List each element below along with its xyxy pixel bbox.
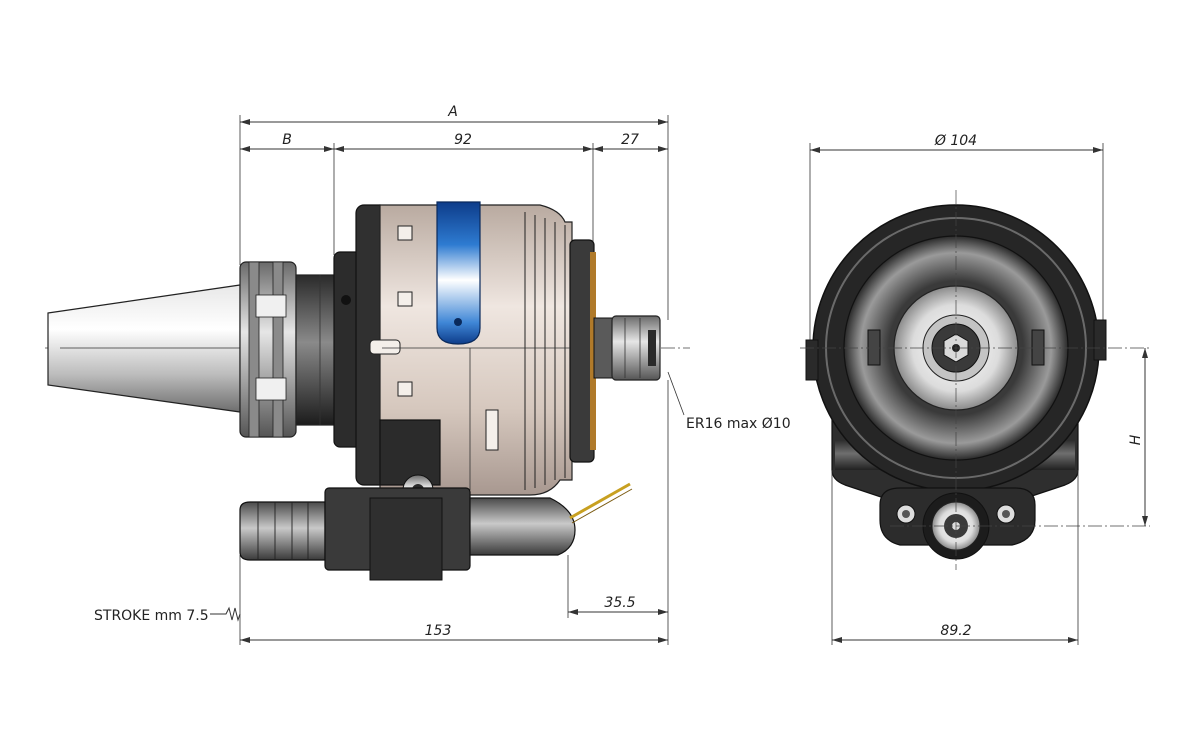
collet-nut: [593, 315, 661, 381]
dim-height-label: H: [1128, 434, 1144, 445]
side-view: A B 92 27: [45, 104, 791, 645]
probe-arm: [239, 419, 633, 581]
dim-width: 89.2: [831, 470, 1079, 645]
dim-diameter: Ø 104: [809, 133, 1104, 340]
dim-153-label: 153: [425, 623, 452, 639]
dim-diameter-label: Ø 104: [934, 133, 977, 149]
dim-height: H: [1128, 348, 1148, 526]
dim-35-5: 35.5: [568, 595, 668, 615]
tool-shank-cone: [47, 284, 241, 413]
stroke-spring-icon: [210, 606, 241, 622]
shank-flange: [239, 261, 337, 438]
dim-b-label: B: [282, 132, 292, 148]
front-view: Ø 104: [800, 133, 1150, 645]
dim-row-2: B 92 27: [240, 132, 668, 152]
dim-27-label: 27: [621, 132, 639, 148]
dim-35-5-label: 35.5: [604, 595, 635, 611]
dim-overall-a: A: [240, 104, 668, 125]
front-probe-foot: [879, 487, 1036, 560]
dim-153: 153: [240, 623, 668, 643]
collet-note: ER16 max Ø10: [686, 416, 791, 432]
dim-92-label: 92: [454, 132, 472, 148]
dim-a-label: A: [447, 104, 458, 120]
blue-indicator-window: [436, 201, 481, 345]
dim-width-label: 89.2: [940, 623, 971, 639]
stroke-note: STROKE mm 7.5: [94, 608, 209, 624]
